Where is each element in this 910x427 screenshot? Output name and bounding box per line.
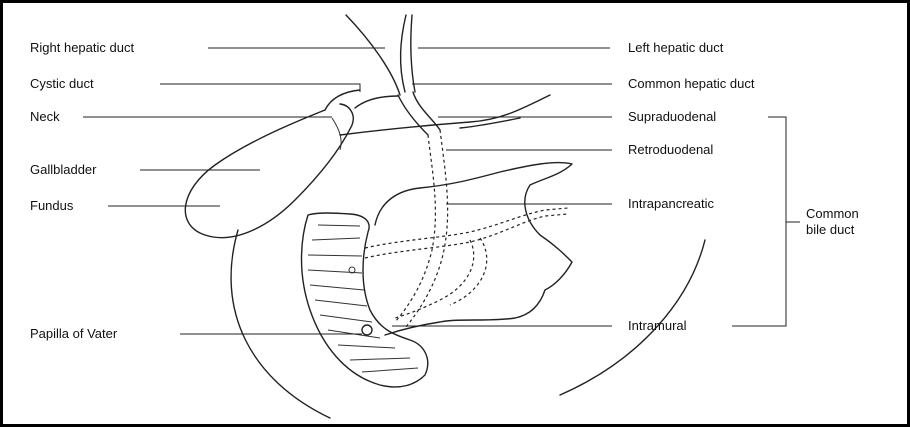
label-intramural: Intramural — [628, 318, 687, 334]
label-papilla-of-vater: Papilla of Vater — [30, 326, 117, 342]
duodenum-shape — [302, 213, 428, 387]
leader-cystic-duct — [160, 84, 360, 92]
common-hepatic-duct-shape — [398, 92, 440, 135]
left-hepatic-duct-shape — [401, 15, 415, 92]
gallbladder-shape — [185, 104, 353, 238]
pancreatic-duct-upper — [365, 208, 568, 248]
label-common-bile-duct-line2: bile duct — [806, 222, 854, 238]
label-left-hepatic-duct: Left hepatic duct — [628, 40, 723, 56]
label-right-hepatic-duct: Right hepatic duct — [30, 40, 134, 56]
common-bile-duct-right — [405, 130, 448, 328]
label-fundus: Fundus — [30, 198, 73, 214]
pancreatic-duct-lower — [365, 214, 568, 258]
label-supraduodenal: Supraduodenal — [628, 109, 716, 125]
label-intrapancreatic: Intrapancreatic — [628, 196, 714, 212]
label-retroduodenal: Retroduodenal — [628, 142, 713, 158]
label-gallbladder: Gallbladder — [30, 162, 97, 178]
label-common-hepatic-duct: Common hepatic duct — [628, 76, 754, 92]
label-neck: Neck — [30, 109, 60, 125]
papilla-shape — [362, 325, 372, 335]
duodenum-folds — [308, 225, 418, 372]
right-hepatic-duct-shape — [346, 15, 400, 95]
liver-edge — [340, 95, 550, 135]
label-common-bile-duct-line1: Common — [806, 206, 859, 222]
label-cystic-duct: Cystic duct — [30, 76, 94, 92]
common-bile-duct-left — [395, 135, 435, 322]
cystic-duct-shape — [325, 90, 398, 110]
common-bile-duct-bracket — [732, 117, 800, 326]
